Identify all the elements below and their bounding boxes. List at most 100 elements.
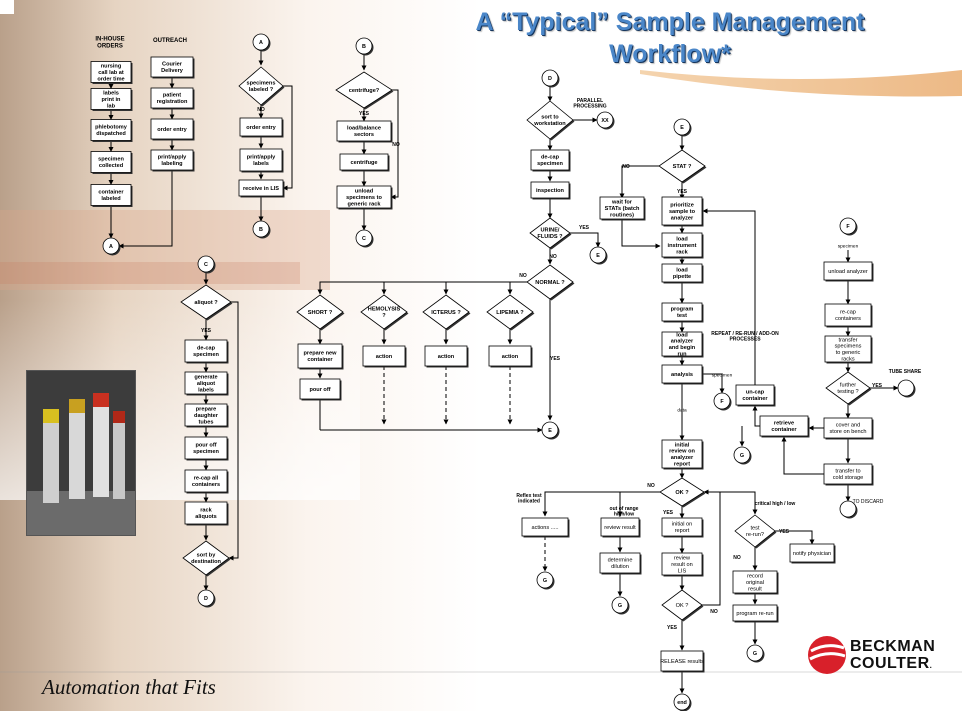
svg-text:G: G (740, 453, 744, 459)
label-to-discard: TO DISCARD (853, 499, 884, 505)
edge-yes-aliquot: YES (201, 328, 212, 334)
edge-yes-rerun: YES (779, 529, 790, 535)
svg-text:G: G (543, 578, 547, 584)
svg-text:specimen: specimen (838, 244, 859, 250)
svg-text:TO DISCARD: TO DISCARD (853, 499, 884, 505)
decision-hemolysis: HEMOLYSIS? (360, 294, 409, 331)
svg-text:B: B (362, 44, 366, 50)
node-analysis: analysis (661, 364, 704, 385)
svg-text:pour off: pour off (309, 387, 330, 393)
node-inspection: inspection (530, 181, 571, 200)
svg-text:YES: YES (550, 356, 561, 362)
connector-tube-share (897, 379, 916, 398)
svg-text:URINE/FLUIDS ?: URINE/FLUIDS ? (537, 228, 563, 240)
edge-no-labeled: NO (257, 107, 265, 113)
edge-yes-further: YES (872, 383, 883, 389)
decision-ok-2: OK ? (661, 589, 704, 622)
decision-urine-fluids: URINE/FLUIDS ? (529, 217, 572, 250)
edge-no-rerun: NO (733, 555, 741, 561)
decision-short: SHORT ? (296, 294, 345, 331)
tagline: Automation that Fits (42, 675, 216, 699)
connector-g-3: G (611, 596, 630, 615)
svg-text:ICTERUS ?: ICTERUS ? (431, 310, 461, 316)
node-receive-lis: receive in LIS (238, 179, 285, 198)
svg-text:action: action (502, 354, 519, 360)
svg-text:G: G (753, 651, 757, 657)
svg-text:C: C (204, 262, 208, 268)
label-data: data (677, 408, 687, 414)
connector-e-in: E (673, 118, 692, 137)
svg-text:OK ?: OK ? (676, 603, 689, 609)
svg-text:NO: NO (549, 254, 557, 260)
beckman-coulter-logo: BECKMAN COULTER. (806, 634, 956, 700)
svg-text:action: action (438, 354, 455, 360)
svg-text:NO: NO (733, 555, 741, 561)
decision-normal: NORMAL ? (526, 264, 575, 301)
decision-aliquot: aliquot ? (180, 284, 233, 321)
edge-yes-ok-2: YES (667, 625, 678, 631)
edge-no-centrifuge: NO (392, 142, 400, 148)
svg-text:YES: YES (779, 529, 790, 535)
sample-tubes-photo (26, 370, 136, 536)
decision-lipemia: LIPEMIA ? (486, 294, 535, 331)
svg-text:specimen: specimen (712, 373, 733, 379)
svg-text:review result: review result (604, 525, 636, 531)
svg-text:NO: NO (257, 107, 265, 113)
svg-text:receive in LIS: receive in LIS (243, 186, 279, 192)
node-action-lipemia: action (488, 345, 533, 368)
svg-text:OUTREACH: OUTREACH (153, 38, 187, 44)
svg-text:YES: YES (667, 625, 678, 631)
svg-text:aliquot ?: aliquot ? (194, 300, 218, 306)
header-outreach: OUTREACH (153, 38, 187, 44)
svg-text:HEMOLYSIS?: HEMOLYSIS? (368, 307, 401, 319)
title-line-2: Workflow* (609, 40, 731, 68)
edge-yes-centrifuge: YES (359, 111, 370, 117)
edge-yes-stat: YES (677, 189, 688, 195)
svg-text:C: C (362, 236, 366, 242)
svg-text:B: B (259, 227, 263, 233)
svg-text:action: action (376, 354, 393, 360)
connector-g-1: G (733, 446, 752, 465)
svg-text:A: A (109, 244, 113, 250)
